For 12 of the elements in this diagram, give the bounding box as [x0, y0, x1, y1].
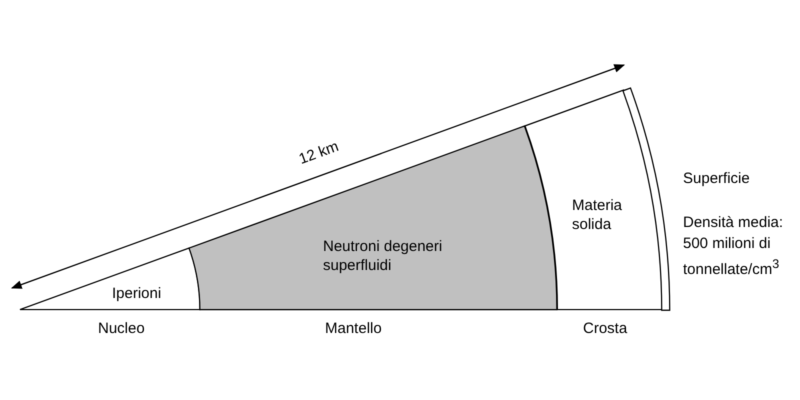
layer-label: Mantello — [325, 319, 382, 339]
layer-label: Crosta — [583, 319, 628, 339]
region-label: Materia solida — [572, 196, 624, 234]
surface-layer — [623, 88, 670, 310]
region-label: Iperioni — [112, 284, 162, 303]
inner-core-region — [20, 248, 200, 310]
dimension-label: 12 km — [296, 136, 342, 170]
layer-label: Nucleo — [98, 319, 145, 339]
mantle-region — [189, 126, 557, 310]
density-note: Densità media: 500 milioni di tonnellate/cm$^{3}$ — [683, 213, 784, 280]
surface-label: Superficie — [683, 169, 750, 189]
region-label: Neutroni degeneri superfluidi — [322, 236, 444, 275]
